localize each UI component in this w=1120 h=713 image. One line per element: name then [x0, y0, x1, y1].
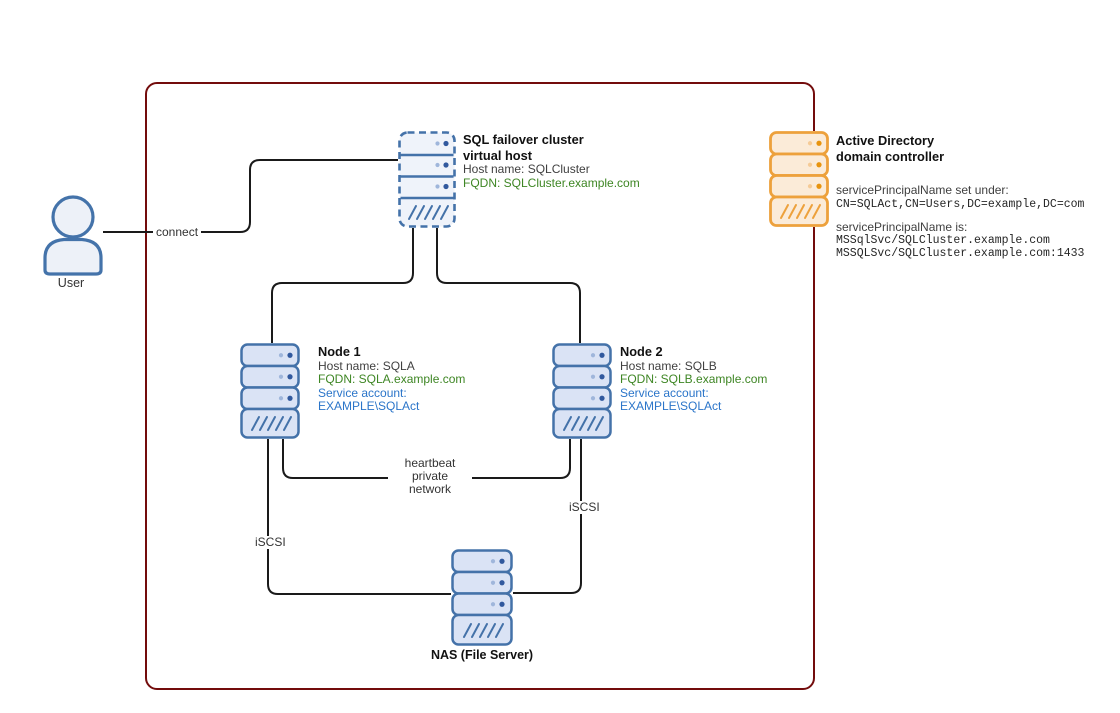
iscsi-right-label: iSCSI	[566, 501, 603, 514]
active-directory-server-icon	[769, 131, 829, 227]
wire-iscsi-left	[267, 436, 453, 595]
ad-spn-set-under-label: servicePrincipalName set under:	[836, 183, 1009, 197]
active-directory-text: Active Directory domain controller servi…	[836, 133, 1084, 260]
heartbeat-wire-label: heartbeat private network	[388, 457, 472, 496]
node1-fqdn: FQDN: SQLA.example.com	[318, 372, 466, 386]
node1-server-icon	[240, 343, 300, 439]
nas-server-icon	[451, 549, 513, 646]
node1-title: Node 1	[318, 344, 361, 359]
virtual-host-title-2: virtual host	[463, 147, 532, 163]
heartbeat-label-2: private	[411, 469, 449, 483]
nas-label: NAS (File Server)	[430, 648, 534, 662]
node2-server-icon	[552, 343, 612, 439]
node1-text: Node 1 Host name: SQLA FQDN: SQLA.exampl…	[318, 344, 465, 414]
connect-wire-label: connect	[153, 226, 202, 239]
node2-text: Node 2 Host name: SQLB FQDN: SQLB.exampl…	[620, 344, 767, 414]
heartbeat-label-1: heartbeat	[404, 456, 456, 470]
virtual-host-server-icon	[398, 131, 456, 228]
node1-service-account-2: EXAMPLE\SQLAct	[318, 399, 420, 413]
virtual-host-fqdn: FQDN: SQLCluster.example.com	[463, 175, 640, 190]
user-icon	[42, 192, 104, 276]
ad-spn-value-1: MSSqlSvc/SQLCluster.example.com	[836, 234, 1050, 247]
wire-vhost-node2	[436, 226, 581, 345]
node2-hostname: Host name: SQLB	[620, 358, 717, 373]
ad-title-1: Active Directory	[836, 133, 935, 148]
user-label: User	[57, 276, 85, 290]
node2-service-account-2: EXAMPLE\SQLAct	[620, 399, 722, 413]
ad-title-2: domain controller	[836, 148, 945, 164]
node2-service-account-1: Service account:	[620, 385, 709, 400]
wire-connect	[103, 159, 400, 233]
virtual-host-title-1: SQL failover cluster	[463, 132, 584, 147]
iscsi-left-label: iSCSI	[252, 536, 289, 549]
heartbeat-label-3: network	[408, 482, 452, 496]
node2-title: Node 2	[620, 344, 663, 359]
cluster-boundary-box	[145, 82, 815, 690]
virtual-host-hostname: Host name: SQLCluster	[463, 162, 590, 176]
node2-fqdn: FQDN: SQLB.example.com	[620, 372, 768, 386]
wire-vhost-node1	[271, 226, 414, 345]
virtual-host-text: SQL failover cluster virtual host Host n…	[463, 132, 640, 190]
ad-spn-value-2: MSSQLSvc/SQLCluster.example.com:1433	[836, 247, 1085, 260]
wire-iscsi-right	[511, 436, 582, 594]
node1-service-account-1: Service account:	[318, 385, 407, 400]
node1-hostname: Host name: SQLA	[318, 358, 415, 373]
ad-spn-is-label: servicePrincipalName is:	[836, 219, 968, 234]
ad-spn-set-under-value: CN=SQLAct,CN=Users,DC=example,DC=com	[836, 197, 1085, 211]
